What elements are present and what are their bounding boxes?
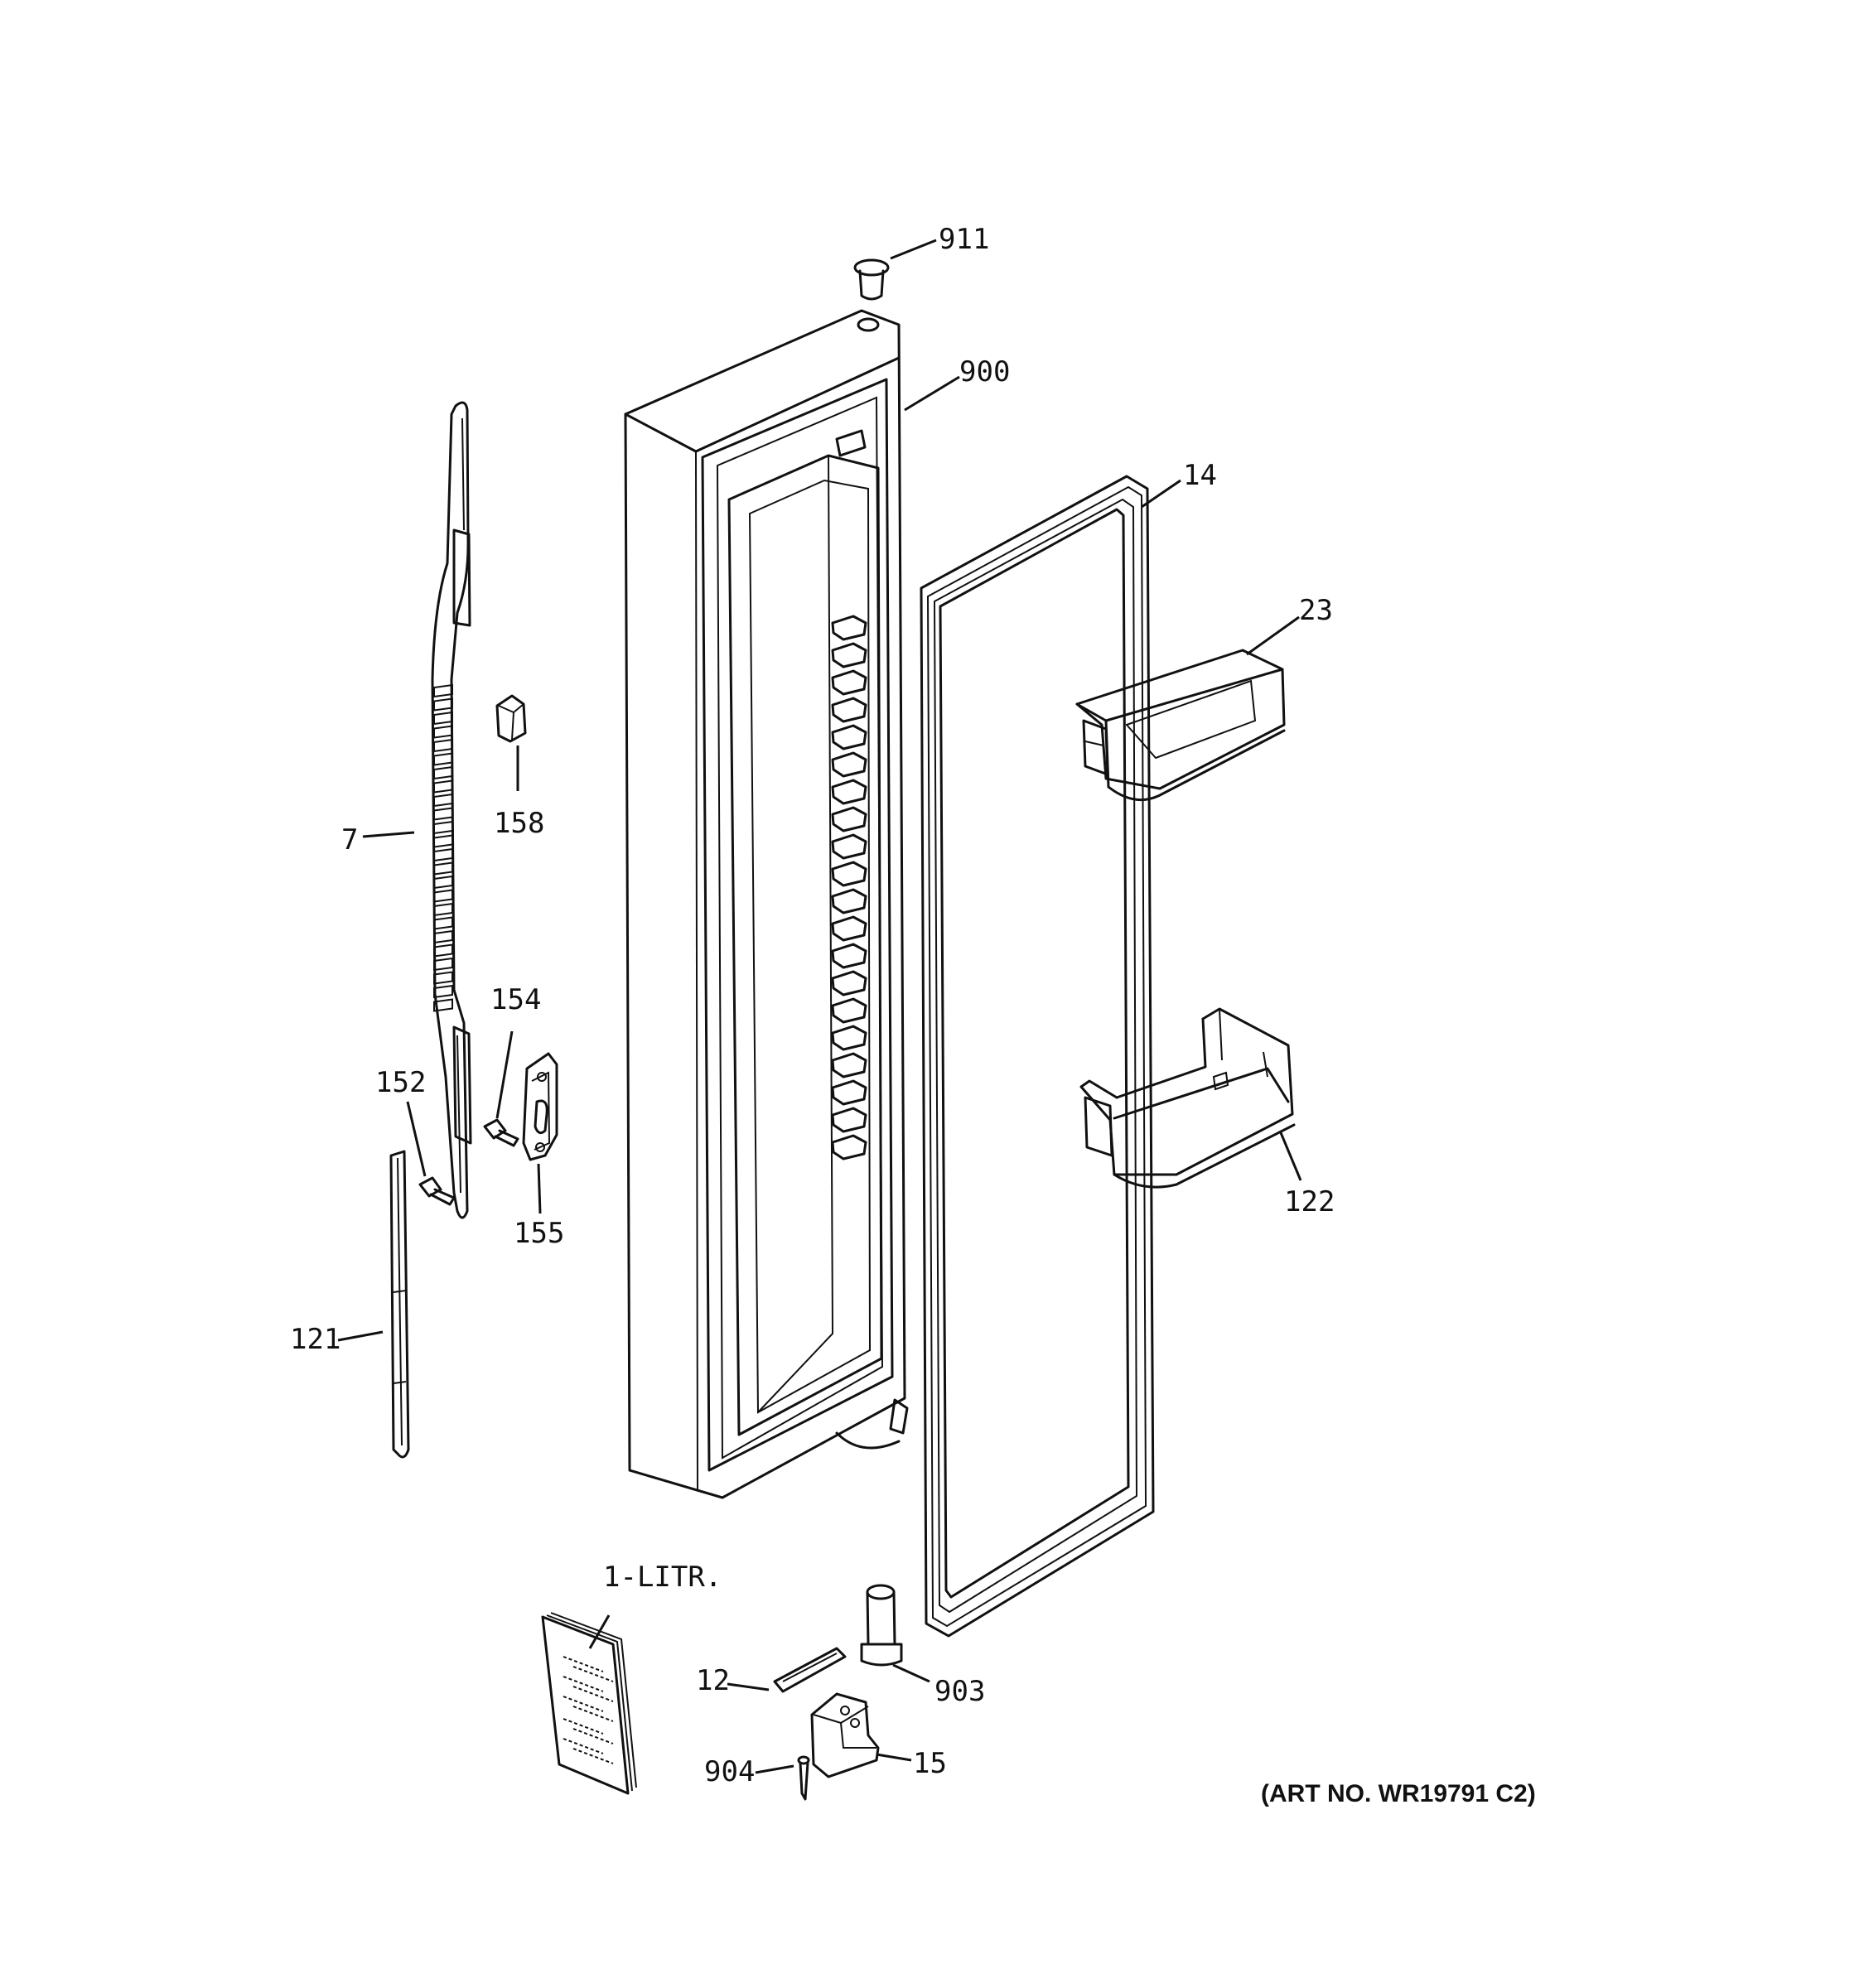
grip-rib — [433, 957, 453, 972]
label-122: 122 — [1284, 1185, 1335, 1218]
grip-rib — [433, 902, 453, 917]
label-900: 900 — [959, 355, 1010, 388]
grip-rib — [433, 984, 453, 999]
grip-rib — [433, 711, 453, 726]
shelf-clip — [831, 861, 867, 887]
booklet-text-line — [563, 1676, 604, 1692]
booklet-text-line — [563, 1738, 604, 1754]
shelf-clip — [831, 970, 867, 996]
booklet-text-line — [572, 1728, 614, 1744]
grip-rib — [433, 820, 453, 835]
grip-rib — [433, 697, 453, 712]
grip-rib — [433, 998, 453, 1012]
shelf-clip — [831, 1025, 867, 1051]
booklet-text-line — [572, 1686, 614, 1702]
grip-rib — [433, 765, 453, 780]
leader-lines — [337, 239, 1302, 1774]
label-904: 904 — [704, 1755, 755, 1788]
part-122-door-bin — [1079, 1007, 1296, 1189]
part-15-bottom-hinge — [810, 1692, 880, 1778]
shelf-clip — [831, 943, 867, 969]
label-154: 154 — [490, 983, 541, 1016]
art-number: (ART NO. WR19791 C2) — [1261, 1780, 1536, 1807]
label-152: 152 — [375, 1066, 426, 1099]
grip-rib — [433, 683, 453, 698]
grip-rib — [433, 793, 453, 808]
shelf-clip — [831, 669, 867, 696]
label-911: 911 — [939, 223, 989, 256]
shelf-clip — [831, 724, 867, 750]
booklet-text-line — [563, 1718, 604, 1735]
booklet-text-line — [563, 1696, 604, 1712]
grip-rib — [433, 916, 453, 930]
shelf-clip — [831, 997, 867, 1024]
part-7-handle — [431, 401, 472, 1219]
label-14: 14 — [1183, 459, 1217, 492]
label-7: 7 — [341, 823, 358, 856]
grip-rib — [433, 725, 453, 739]
label-903: 903 — [934, 1675, 985, 1708]
shelf-clip — [831, 833, 867, 860]
part-158-end-cap — [495, 694, 527, 743]
shelf-clip — [831, 915, 867, 942]
shelf-clip — [831, 697, 867, 723]
grip-rib — [433, 875, 453, 890]
shelf-clip — [831, 615, 867, 641]
label-121: 121 — [290, 1323, 340, 1356]
shelf-clip — [831, 751, 867, 778]
shelf-clip — [831, 806, 867, 832]
shelf-clip — [831, 888, 867, 914]
grip-rib — [433, 847, 453, 862]
grip-rib — [433, 834, 453, 848]
part-155-bracket — [522, 1052, 558, 1161]
grip-rib — [433, 929, 453, 944]
part-23-door-bin — [1075, 649, 1286, 802]
part-903-hinge-pin — [860, 1584, 903, 1667]
shelf-clip — [831, 642, 867, 668]
grip-rib — [433, 752, 453, 766]
grip-rib — [433, 943, 453, 958]
booklet-text-line — [572, 1666, 614, 1682]
grip-rib — [433, 779, 453, 794]
label-12: 12 — [696, 1664, 730, 1697]
part-904-screw — [797, 1755, 810, 1801]
part-1-litr-booklet — [541, 1612, 637, 1795]
label-1-litr: 1-LITR. — [603, 1561, 722, 1594]
part-152-screw — [418, 1176, 456, 1206]
shelf-clip — [831, 779, 867, 805]
grip-rib — [433, 738, 453, 753]
booklet-text-lines — [563, 1656, 614, 1764]
shelf-clip — [831, 1052, 867, 1078]
label-155: 155 — [514, 1217, 564, 1250]
part-154-screw — [483, 1118, 519, 1147]
part-12-plate — [773, 1647, 847, 1693]
callout-labels: 911 900 14 23 158 7 154 152 155 122 121 … — [290, 223, 1335, 1788]
booklet-text-line — [563, 1656, 604, 1672]
shelf-clip — [831, 1107, 867, 1133]
booklet-text-line — [572, 1706, 614, 1722]
grip-rib — [433, 861, 453, 876]
handle-grip-ribs — [433, 683, 453, 1012]
part-900-door — [624, 309, 909, 1499]
booklet-text-line — [572, 1748, 614, 1764]
door-liner-shelf-clips — [831, 615, 867, 1160]
label-23: 23 — [1299, 594, 1333, 627]
shelf-clip — [831, 1134, 867, 1160]
part-911-bushing — [853, 258, 890, 301]
label-158: 158 — [494, 807, 544, 840]
label-15: 15 — [913, 1747, 947, 1780]
grip-rib — [433, 807, 453, 821]
shelf-clip — [831, 1079, 867, 1106]
grip-rib — [433, 971, 453, 985]
part-121-trim-strip — [389, 1150, 410, 1459]
grip-rib — [433, 889, 453, 903]
part-14-gasket — [920, 475, 1155, 1638]
